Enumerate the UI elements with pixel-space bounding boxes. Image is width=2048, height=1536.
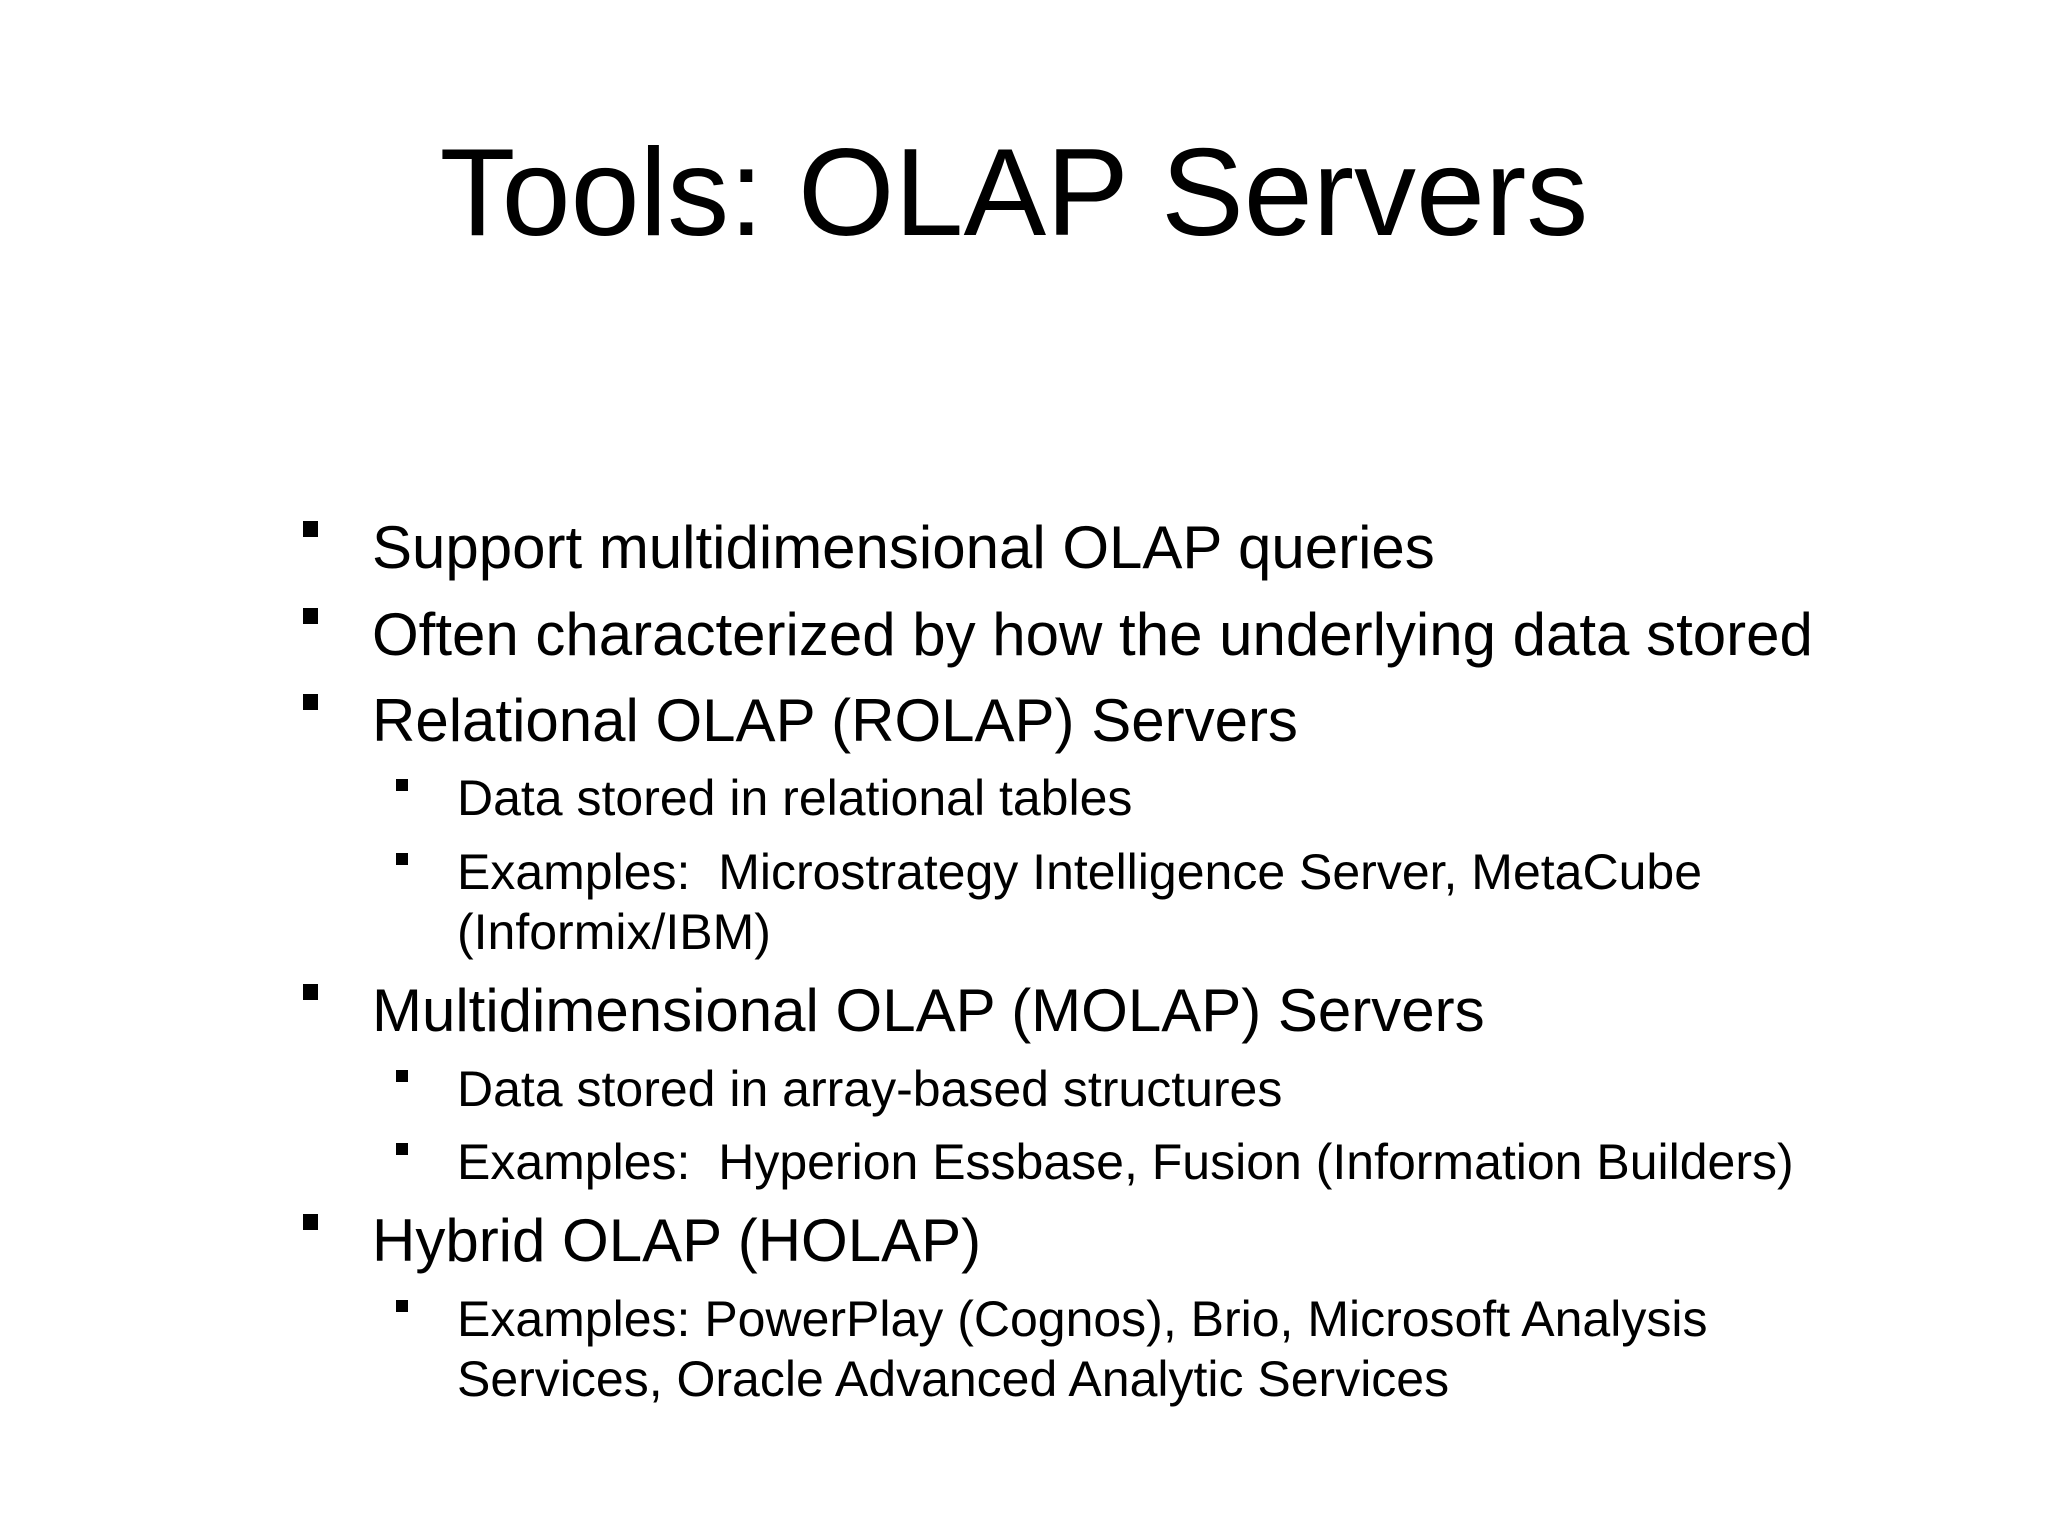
bullet-text: Hybrid OLAP (HOLAP) — [372, 1207, 982, 1274]
bullet-text: Examples: PowerPlay (Cognos), Brio, Micr… — [457, 1291, 1708, 1407]
bullet-text: Examples: Hyperion Essbase, Fusion (Info… — [457, 1134, 1794, 1190]
slide-title-text: Tools: OLAP Servers — [439, 124, 1589, 262]
bullet-text: Data stored in relational tables — [457, 770, 1133, 826]
bullet-text: Often characterized by how the underlyin… — [372, 601, 1813, 668]
square-bullet-icon — [303, 694, 318, 710]
square-bullet-icon — [396, 779, 408, 791]
bullet-text: Relational OLAP (ROLAP) Servers — [372, 687, 1298, 754]
square-bullet-icon — [396, 1070, 408, 1082]
square-bullet-icon — [396, 1300, 408, 1312]
bullet-text: Support multidimensional OLAP queries — [372, 514, 1435, 581]
bullet-text: Multidimensional OLAP (MOLAP) Servers — [372, 977, 1485, 1044]
bullet-text: Data stored in array-based structures — [457, 1061, 1283, 1117]
square-bullet-icon — [396, 853, 408, 865]
square-bullet-icon — [396, 1143, 408, 1155]
square-bullet-icon — [303, 521, 318, 537]
square-bullet-icon — [303, 984, 318, 1000]
square-bullet-icon — [303, 608, 318, 624]
bullet-text: Examples: Microstrategy Intelligence Ser… — [457, 844, 1702, 960]
square-bullet-icon — [303, 1214, 318, 1230]
slide-title: Tools: OLAP Servers — [0, 118, 2048, 268]
